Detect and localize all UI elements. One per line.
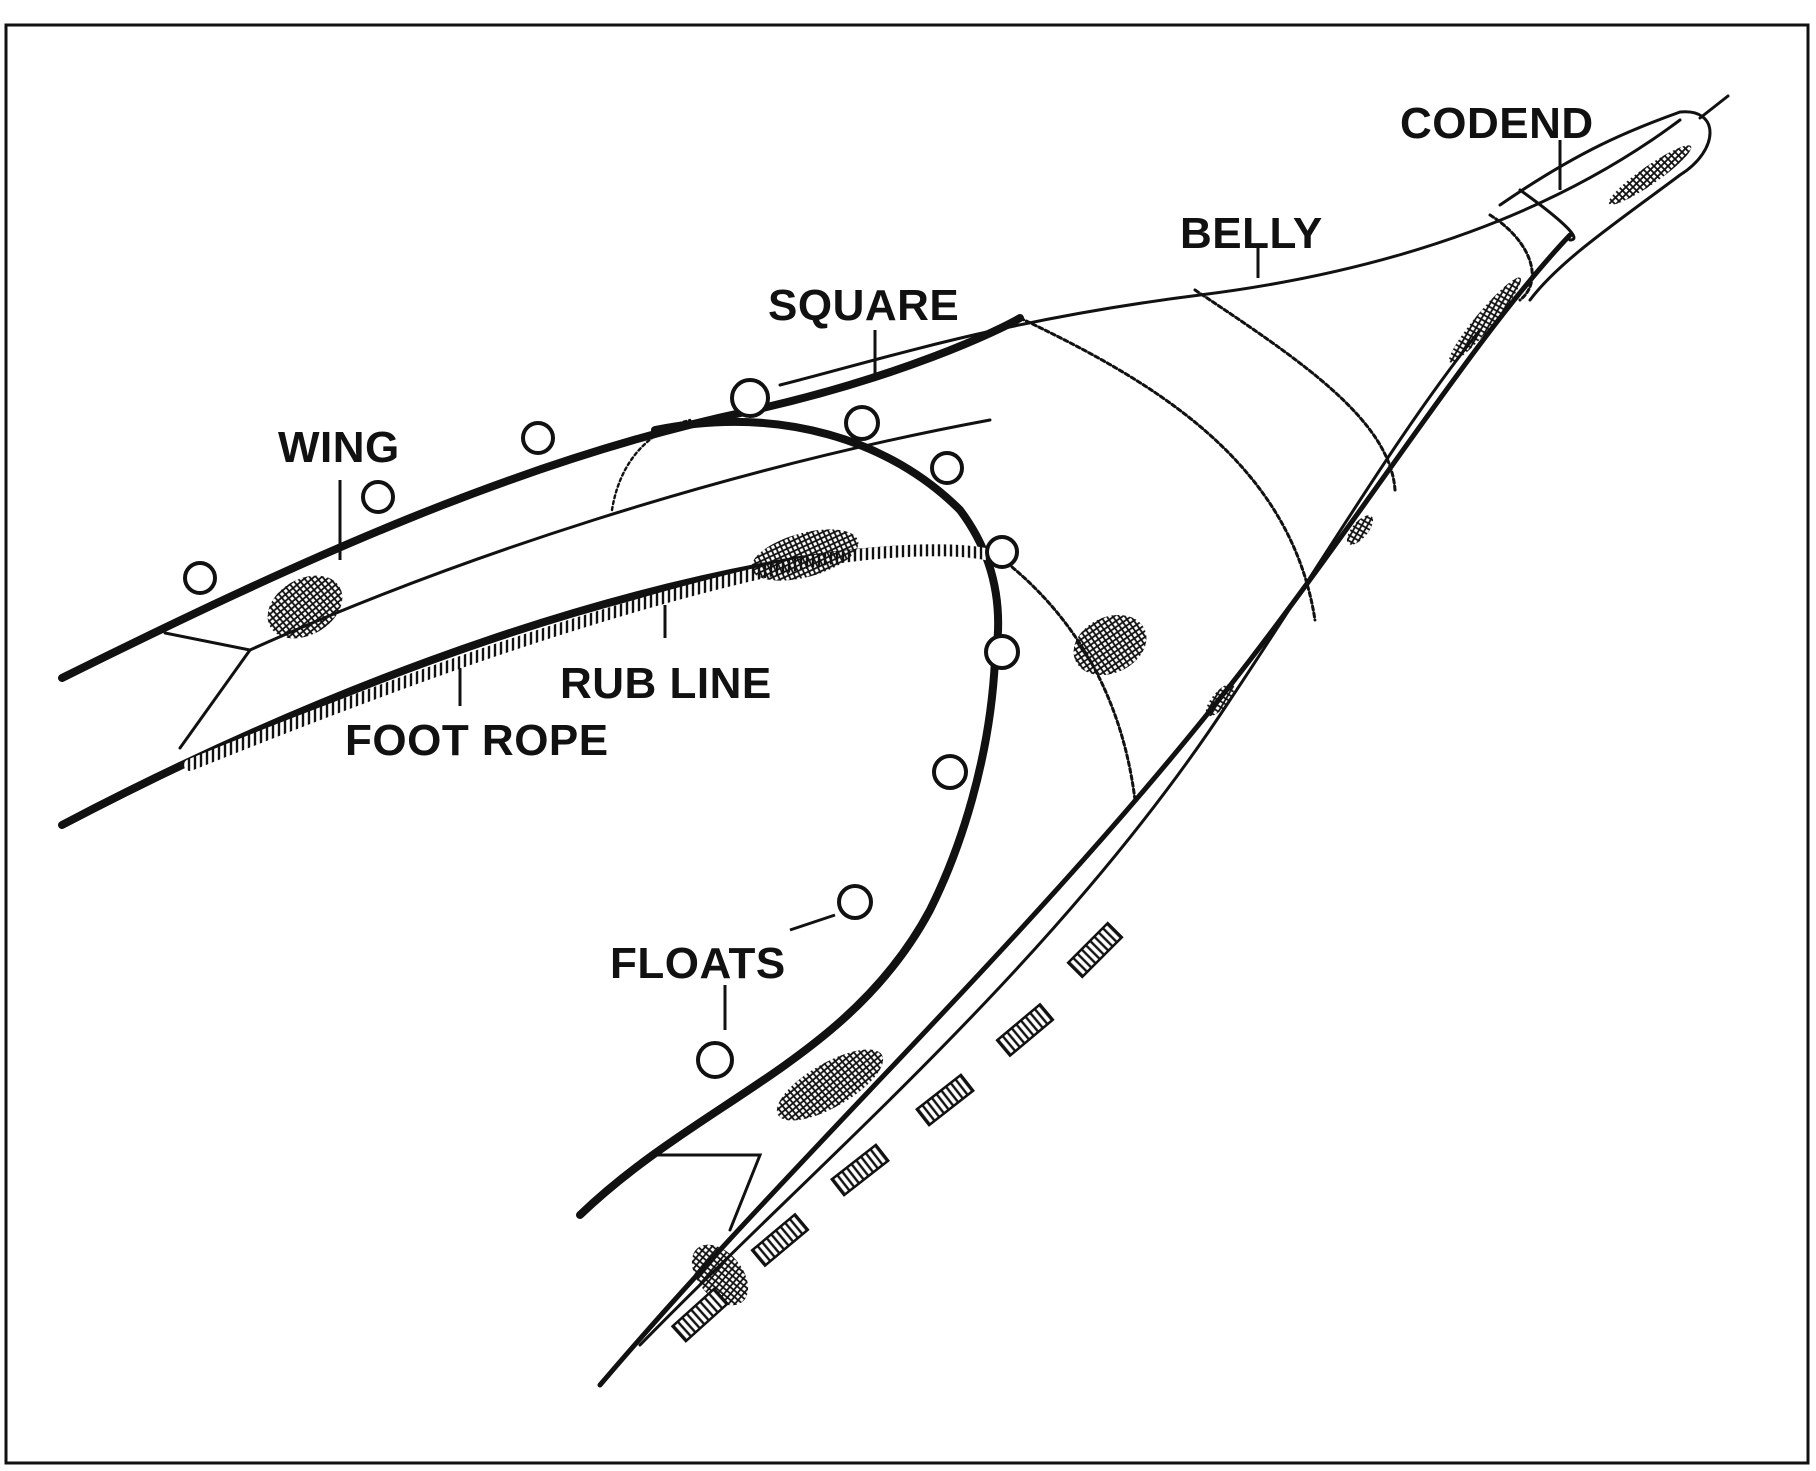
belly-seam: [1193, 288, 1397, 492]
float: [930, 451, 964, 485]
float: [730, 378, 770, 418]
label-square: SQUARE: [768, 281, 959, 330]
codend-seam-2: [1518, 188, 1576, 242]
label-rub-line: RUB LINE: [560, 659, 772, 708]
rub-line-rollers: [184, 544, 996, 771]
float: [844, 405, 880, 441]
headline-arc: [576, 417, 1003, 1219]
footrope-group: [58, 544, 1004, 829]
float: [985, 535, 1019, 569]
label-wing: WING: [278, 423, 400, 472]
label-floats: FLOATS: [610, 939, 786, 988]
float: [521, 421, 555, 455]
float: [361, 480, 395, 514]
mesh-patches: [267, 145, 1692, 1306]
headrope-line: [58, 314, 1024, 682]
float: [837, 884, 873, 920]
ground-rollers: [670, 921, 1124, 1343]
float: [932, 754, 968, 790]
lower-wing-tie: [653, 1153, 763, 1232]
label-foot-rope: FOOT ROPE: [345, 716, 609, 765]
codend-outline: [1498, 110, 1712, 302]
inner-side-line: [638, 328, 1482, 1347]
label-belly: BELLY: [1180, 209, 1323, 258]
codend-seam-1: [1488, 213, 1534, 302]
float: [183, 561, 217, 595]
floats-group: [183, 378, 1020, 1079]
wing-end-tie: [163, 631, 253, 750]
wing-inner-line: [248, 418, 992, 652]
floats-leader-1: [789, 913, 836, 932]
label-codend: CODEND: [1400, 99, 1594, 148]
codend-tail: [1698, 94, 1730, 120]
float: [696, 1041, 734, 1079]
leader-lines: [338, 140, 1562, 1030]
float: [984, 634, 1020, 670]
frame-border: [4, 23, 1810, 1465]
upper-wing: [58, 314, 1024, 750]
square-seam-2: [1018, 316, 1317, 622]
lower-side-line: [597, 232, 1573, 1388]
